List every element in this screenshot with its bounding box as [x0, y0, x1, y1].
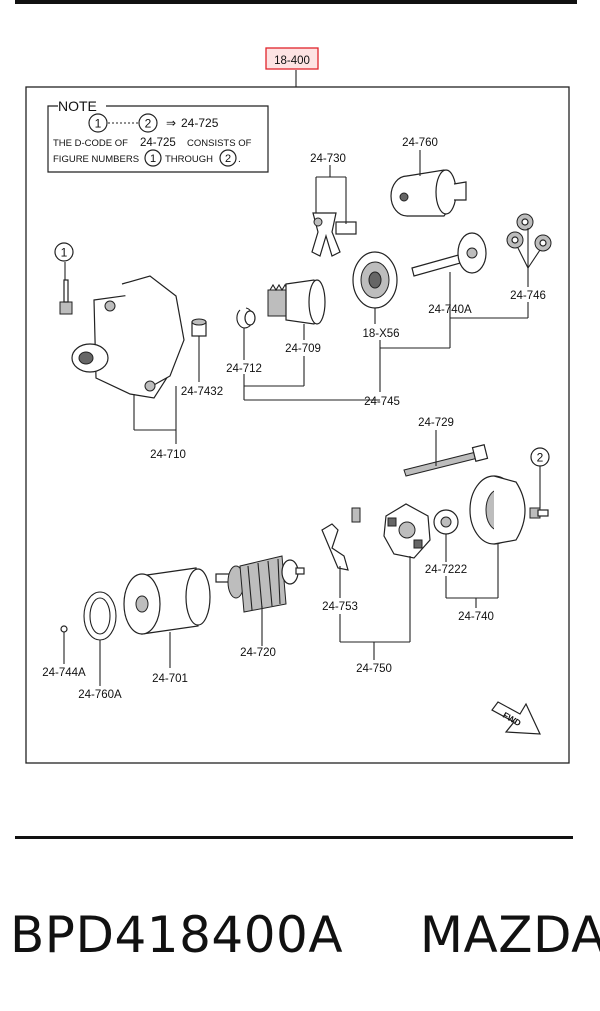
- note-heading: NOTE: [58, 98, 97, 114]
- front-housing-part[interactable]: [71, 275, 185, 399]
- footer-part-number: BPD418400A: [10, 906, 344, 964]
- svg-text:2: 2: [537, 451, 544, 465]
- label-24-740[interactable]: 24-740: [458, 611, 494, 623]
- label-24-7432[interactable]: 24-7432: [181, 386, 223, 398]
- svg-text:.: .: [238, 154, 241, 165]
- brush-holder-part[interactable]: [383, 503, 431, 559]
- bushing-part[interactable]: [191, 318, 207, 337]
- shift-lever-part[interactable]: [311, 212, 357, 257]
- snap-ring-part[interactable]: [236, 307, 256, 329]
- svg-text:2: 2: [225, 153, 231, 165]
- bolt-1-part[interactable]: [59, 279, 73, 315]
- forward-arrow-icon: FWD: [491, 701, 541, 735]
- bearing-part[interactable]: [433, 509, 459, 535]
- svg-text:1: 1: [150, 153, 156, 165]
- pinion-gear-part[interactable]: [267, 279, 326, 325]
- armature-part[interactable]: [215, 555, 305, 613]
- clutch-housing-part[interactable]: [352, 251, 398, 309]
- through-bolt-part[interactable]: [403, 444, 489, 477]
- label-24-729[interactable]: 24-729: [418, 417, 454, 429]
- label-24-709[interactable]: 24-709: [285, 343, 321, 355]
- label-24-701[interactable]: 24-701: [152, 673, 188, 685]
- svg-text:1: 1: [61, 246, 68, 260]
- label-18-X56[interactable]: 18-X56: [362, 328, 399, 340]
- header-ref-box[interactable]: 18-400: [265, 47, 319, 70]
- leader-lines: [63, 150, 541, 686]
- label-24-712[interactable]: 24-712: [226, 363, 262, 375]
- label-24-760A[interactable]: 24-760A: [78, 689, 122, 701]
- svg-text:⇒: ⇒: [166, 116, 176, 130]
- gasket-part[interactable]: [83, 591, 117, 641]
- bottom-rule: [15, 836, 573, 839]
- label-24-750[interactable]: 24-750: [356, 663, 392, 675]
- svg-text:CONSISTS OF: CONSISTS OF: [187, 138, 252, 149]
- label-24-740A[interactable]: 24-740A: [428, 304, 472, 316]
- diagram-frame: [25, 86, 570, 764]
- solenoid-part[interactable]: [390, 169, 467, 217]
- bolt-2-part[interactable]: [529, 507, 549, 519]
- footer-title: BPD418400A MAZDA: [10, 900, 600, 970]
- svg-text:FIGURE NUMBERS: FIGURE NUMBERS: [53, 154, 139, 165]
- callout-1: 1: [54, 242, 74, 262]
- callout-2: 2: [530, 447, 550, 467]
- top-rule: [15, 0, 577, 4]
- part-labels: 24-760 24-730 24-746 24-740A 18-X56 24-7…: [42, 137, 546, 701]
- drive-shaft-part[interactable]: [411, 232, 487, 277]
- planet-gears-part[interactable]: [506, 213, 552, 252]
- svg-text:24-725: 24-725: [140, 137, 176, 149]
- yoke-part[interactable]: [123, 567, 211, 635]
- note-box: NOTE 1 2 ⇒ 24-725 THE D-CODE OF 24-725 C…: [47, 98, 269, 173]
- note-ref: 24-725: [181, 116, 219, 130]
- note-circle-1: 1: [95, 117, 102, 131]
- brush-part[interactable]: [321, 507, 361, 571]
- label-24-746[interactable]: 24-746: [510, 290, 546, 302]
- footer-brand: MAZDA: [419, 906, 600, 964]
- label-24-720[interactable]: 24-720: [240, 647, 276, 659]
- label-24-7222[interactable]: 24-7222: [425, 564, 467, 576]
- svg-text:THROUGH: THROUGH: [165, 154, 213, 165]
- label-24-753[interactable]: 24-753: [322, 601, 358, 613]
- label-24-745[interactable]: 24-745: [364, 396, 400, 408]
- pin-part[interactable]: [60, 625, 68, 633]
- header-ref-label: 18-400: [274, 55, 310, 67]
- label-24-760[interactable]: 24-760: [402, 137, 438, 149]
- label-24-730[interactable]: 24-730: [310, 153, 346, 165]
- svg-text:THE D-CODE OF: THE D-CODE OF: [53, 138, 128, 149]
- note-circle-2: 2: [145, 117, 152, 131]
- label-24-744A[interactable]: 24-744A: [42, 667, 86, 679]
- label-24-710[interactable]: 24-710: [150, 449, 186, 461]
- rear-cover-part[interactable]: [469, 475, 526, 545]
